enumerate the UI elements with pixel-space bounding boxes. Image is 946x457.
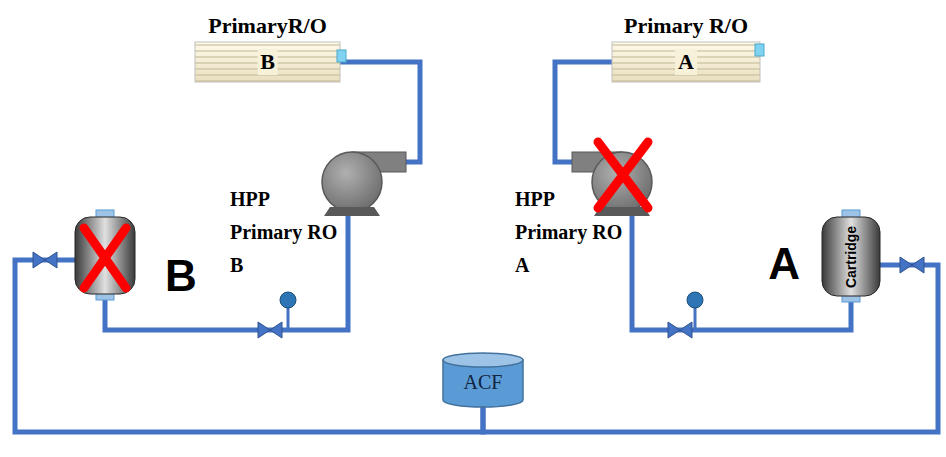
acf-tank (443, 353, 523, 407)
membrane-tube (612, 42, 764, 82)
pump-label: HPP Primary RO B (230, 183, 342, 282)
membrane-tube (195, 42, 346, 82)
cartridge-unit: B (75, 215, 135, 297)
train-letter: A (675, 49, 697, 75)
unit-heading: Primary R/O (592, 13, 780, 39)
membrane-unit: Primary R/OA (612, 42, 760, 82)
membrane-unit: PrimaryR/OB (195, 42, 340, 82)
train-letter: B (165, 253, 197, 299)
water-pipe (632, 216, 851, 330)
tank-label: ACF (464, 371, 503, 394)
cartridge-filter (75, 210, 135, 300)
water-pipe (340, 62, 420, 162)
train-letter: A (768, 241, 800, 287)
cartridge-label: Cartridge (843, 226, 859, 288)
pressure-gauge (280, 292, 703, 330)
acf-unit: ACF (443, 352, 523, 406)
train-letter: B (257, 49, 278, 75)
cartridge-filter (822, 210, 880, 302)
pump-symbol (322, 152, 406, 216)
pump-unit: HPP Primary RO B (318, 148, 406, 216)
unit-heading: PrimaryR/O (175, 13, 360, 39)
cartridge-unit: CartridgeA (822, 215, 880, 299)
pump-unit: HPP Primary RO A (572, 148, 658, 216)
pump-label: HPP Primary RO A (515, 183, 627, 282)
